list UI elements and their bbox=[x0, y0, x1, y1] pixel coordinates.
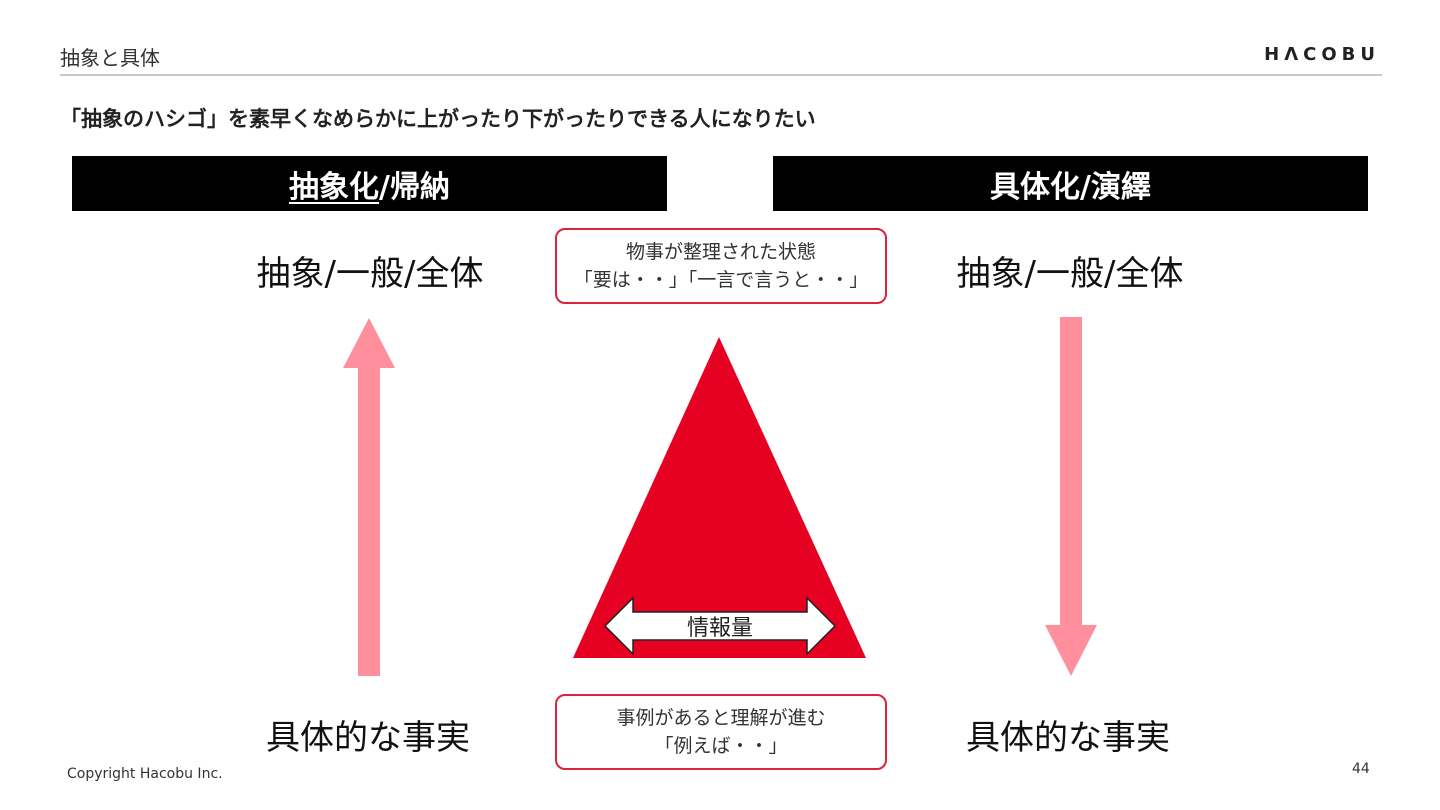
arrow-up-icon bbox=[343, 318, 395, 676]
double-arrow-icon bbox=[603, 596, 837, 656]
information-amount-label: 情報量 bbox=[687, 616, 753, 641]
band-abstraction: 抽象化/帰納 bbox=[72, 156, 667, 211]
copyright: Copyright Hacobu Inc. bbox=[67, 766, 223, 782]
right-top-label: 抽象/一般/全体 bbox=[956, 254, 1184, 294]
slide-subtitle: 「抽象のハシゴ」を素早くなめらかに上がったり下がったりできる人になりたい bbox=[60, 107, 816, 131]
abstraction-ladder-triangle bbox=[573, 337, 866, 658]
left-top-label: 抽象/一般/全体 bbox=[256, 254, 484, 294]
callout-abstract-state: 物事が整理された状態 「要は・・」「一言で言うと・・」 bbox=[555, 228, 887, 304]
left-bottom-label: 具体的な事実 bbox=[266, 718, 470, 758]
callout-abstract-line2: 「要は・・」「一言で言うと・・」 bbox=[573, 269, 869, 291]
slide-section-title: 抽象と具体 bbox=[60, 46, 160, 70]
page-number: 44 bbox=[1352, 761, 1370, 777]
band-concretization: 具体化/演繹 bbox=[773, 156, 1368, 211]
hacobu-logo: HΛCOBU bbox=[1264, 44, 1380, 65]
right-bottom-label: 具体的な事実 bbox=[966, 718, 1170, 758]
callout-abstract-line1: 物事が整理された状態 bbox=[625, 241, 816, 263]
band-concretization-label: 具体化/演繹 bbox=[990, 169, 1151, 205]
callout-concrete-line1: 事例があると理解が進む bbox=[616, 707, 826, 729]
arrow-down-icon bbox=[1045, 317, 1097, 676]
band-abstraction-rest: /帰納 bbox=[379, 169, 450, 205]
callout-concrete-line2: 「例えば・・」 bbox=[654, 735, 788, 757]
header-divider bbox=[60, 74, 1382, 76]
callout-concrete-state: 事例があると理解が進む 「例えば・・」 bbox=[555, 694, 887, 770]
band-abstraction-underlined: 抽象化 bbox=[289, 169, 380, 205]
